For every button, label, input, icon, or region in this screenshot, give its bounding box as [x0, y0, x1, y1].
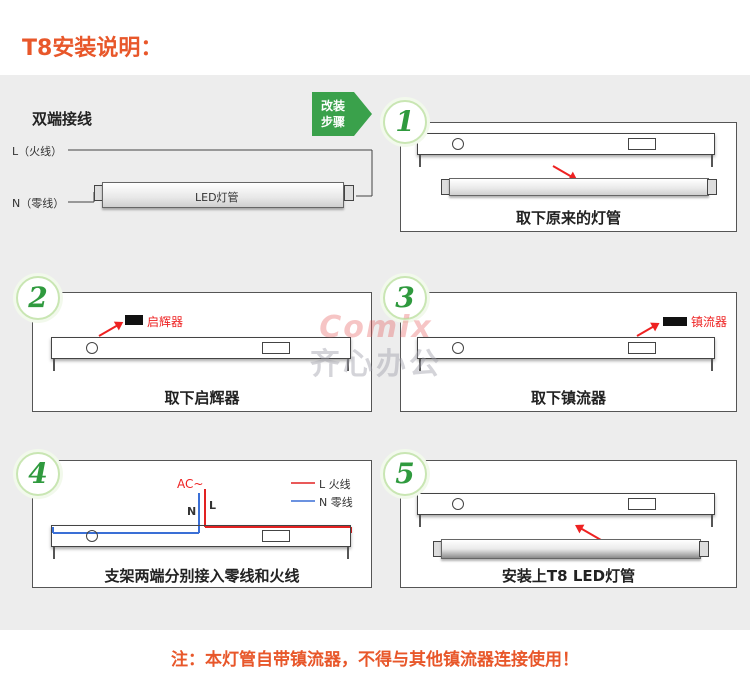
steps-badge-text: 改装步骤 — [320, 99, 345, 129]
ballast-label: 镇流器 — [691, 315, 728, 329]
fixture — [417, 493, 715, 515]
fixture-leg — [347, 547, 349, 559]
fixture-leg — [419, 359, 421, 371]
fixture-box — [628, 342, 656, 354]
fixture-box — [628, 498, 656, 510]
remove-arrow — [98, 322, 123, 337]
fixture — [417, 337, 715, 359]
step-1-badge: 1 — [383, 100, 427, 144]
step-3-panel: 镇流器 取下镇流器 — [400, 292, 737, 412]
fixture-hole — [86, 530, 98, 542]
neutral-label: N（零线） — [12, 197, 65, 210]
fixture-leg — [53, 359, 55, 371]
ballast-part — [663, 317, 687, 326]
step-4-wires — [52, 482, 352, 534]
watermark-name: 齐心办公 — [310, 347, 442, 382]
starter-part — [125, 315, 143, 325]
page-title: T8安装说明： — [22, 36, 163, 61]
wiring-heading: 双端接线 — [32, 110, 93, 128]
new-led-tube — [441, 539, 701, 559]
live-label: L（火线） — [12, 145, 63, 158]
step-5-badge: 5 — [383, 452, 427, 496]
step-1-panel: 取下原来的灯管 — [400, 122, 737, 232]
fixture-leg — [711, 515, 713, 527]
tube-endcap — [707, 179, 717, 195]
n-wire-label: N — [187, 505, 197, 518]
remove-arrow — [636, 323, 659, 337]
warning-note: 注：本灯管自带镇流器，不得与其他镇流器连接使用！ — [171, 650, 579, 670]
step-4-panel: AC~ N L L 火线 N 零线 支架两端分别接入零线和火线 — [32, 460, 372, 588]
step-4-caption: 支架两端分别接入零线和火线 — [104, 567, 300, 585]
step-number: 3 — [395, 281, 415, 314]
step-2-panel: 启辉器 取下启辉器 — [32, 292, 372, 412]
fixture — [51, 337, 351, 359]
legend-live: L 火线 — [319, 478, 351, 491]
step-number: 2 — [28, 281, 48, 314]
fixture-hole — [452, 498, 464, 510]
fixture-leg — [419, 515, 421, 527]
fixture — [417, 133, 715, 155]
step-1-caption: 取下原来的灯管 — [515, 209, 621, 227]
step-4-badge: 4 — [16, 452, 60, 496]
fixture-box — [628, 138, 656, 150]
l-wire-label: L — [209, 499, 217, 512]
watermark: Comix 齐心办公 — [296, 310, 456, 383]
fixture-box — [262, 530, 290, 542]
ac-label: AC~ — [177, 477, 204, 491]
step-2-badge: 2 — [16, 276, 60, 320]
tube-endcap-right — [344, 185, 354, 201]
fixture-leg — [347, 359, 349, 371]
steps-badge: 改装步骤 — [312, 92, 372, 136]
step-5-panel: 安装上T8 LED灯管 — [400, 460, 737, 588]
legend-neutral: N 零线 — [319, 496, 353, 509]
fixture-hole — [452, 342, 464, 354]
tube-label: LED灯管 — [195, 191, 239, 204]
wiring-lines — [68, 149, 373, 203]
fixture — [51, 525, 351, 547]
fixture-box — [262, 342, 290, 354]
old-tube — [449, 178, 709, 196]
fixture-leg — [711, 155, 713, 167]
step-number: 5 — [395, 457, 415, 490]
step-number: 1 — [395, 105, 415, 138]
led-tube — [102, 182, 344, 208]
fixture-hole — [86, 342, 98, 354]
fixture-leg — [419, 155, 421, 167]
fixture-hole — [452, 138, 464, 150]
step-number: 4 — [28, 457, 48, 490]
step-2-caption: 取下启辉器 — [164, 389, 240, 407]
watermark-brand: Comix — [319, 310, 433, 345]
tube-endcap — [699, 541, 709, 557]
fixture-leg — [53, 547, 55, 559]
step-3-caption: 取下镇流器 — [530, 389, 606, 407]
fixture-leg — [711, 359, 713, 371]
step-5-caption: 安装上T8 LED灯管 — [501, 567, 636, 585]
starter-label: 启辉器 — [147, 315, 184, 329]
step-3-badge: 3 — [383, 276, 427, 320]
